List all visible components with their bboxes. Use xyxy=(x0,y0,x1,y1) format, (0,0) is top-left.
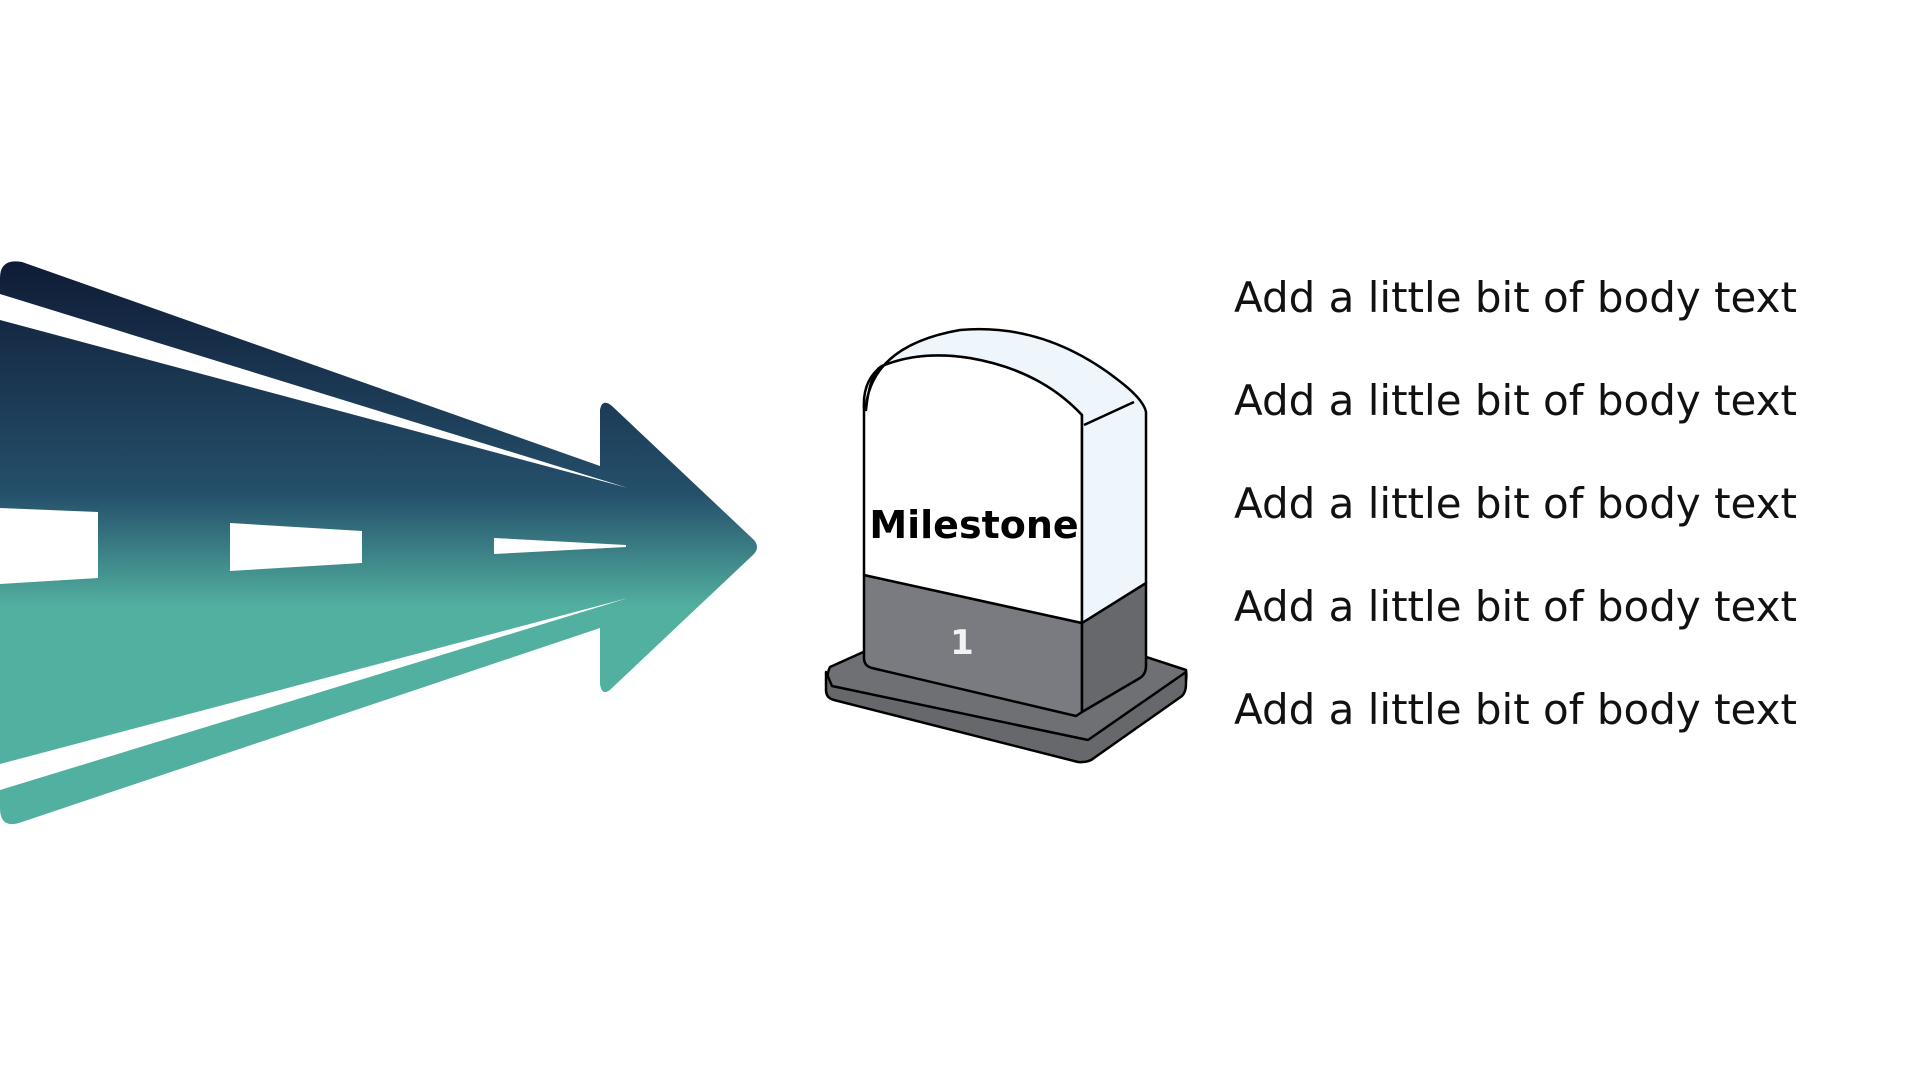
road-gap-bottom xyxy=(0,598,628,790)
body-text-item: Add a little bit of body text xyxy=(1234,273,1797,322)
road-dash-3 xyxy=(494,538,626,554)
stone-base-front xyxy=(862,573,1084,718)
plinth-side xyxy=(824,670,1188,764)
stone-face xyxy=(862,354,1084,625)
milestone-number: 1 xyxy=(950,623,974,663)
stone-edge-line xyxy=(1083,400,1135,427)
road-gap-top xyxy=(0,294,628,488)
milestone-title: Milestone xyxy=(869,503,1078,547)
milestone-stone-icon: Milestone 1 xyxy=(824,327,1188,764)
stone-side xyxy=(864,327,1148,625)
road-dash-2 xyxy=(230,523,362,571)
road-shape xyxy=(0,261,757,825)
road-arrow-icon xyxy=(0,261,757,825)
stone-base-side xyxy=(1080,581,1148,714)
road-dash-1 xyxy=(0,508,98,584)
body-text-list: Add a little bit of body text Add a litt… xyxy=(1234,268,1797,783)
body-text-item: Add a little bit of body text xyxy=(1234,479,1797,528)
body-text-item: Add a little bit of body text xyxy=(1234,376,1797,425)
body-text-item: Add a little bit of body text xyxy=(1234,582,1797,631)
body-text-item: Add a little bit of body text xyxy=(1234,685,1797,734)
